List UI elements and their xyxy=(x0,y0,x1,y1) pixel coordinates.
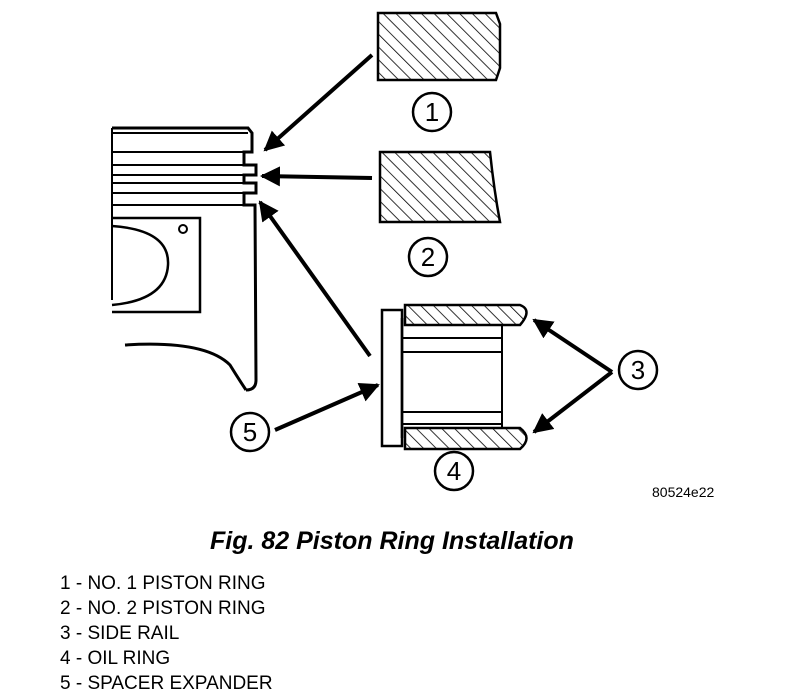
legend-item: 1 - NO. 1 PISTON RING xyxy=(60,573,266,594)
callout-4: 4 xyxy=(433,450,475,492)
oil-ring-assembly xyxy=(380,303,528,451)
svg-text:5: 5 xyxy=(243,417,257,447)
svg-text:2: 2 xyxy=(421,242,435,272)
svg-text:3: 3 xyxy=(631,355,645,385)
svg-text:4: 4 xyxy=(447,456,461,486)
callout-5: 5 xyxy=(229,411,271,453)
legend-item: 4 - OIL RING xyxy=(60,648,171,669)
callout-3: 3 xyxy=(617,349,659,391)
callout-2: 2 xyxy=(407,236,449,278)
legend-item: 5 - SPACER EXPANDER xyxy=(60,673,273,694)
legend-list: 1 - NO. 1 PISTON RING 2 - NO. 2 PISTON R… xyxy=(60,571,273,696)
no1-ring-section xyxy=(376,11,502,82)
no2-ring-section xyxy=(378,150,502,224)
callout-1: 1 xyxy=(411,91,453,133)
figure-code: 80524e22 xyxy=(652,484,715,500)
legend-item: 3 - SIDE RAIL xyxy=(60,623,180,644)
pointer-arrows xyxy=(258,53,614,434)
piston-ring-diagram: 1 2 3 4 5 xyxy=(111,11,659,492)
figure-caption: Fig. 82 Piston Ring Installation xyxy=(210,527,574,555)
legend-item: 2 - NO. 2 PISTON RING xyxy=(60,598,266,619)
svg-text:1: 1 xyxy=(425,97,439,127)
piston-side-view xyxy=(111,126,258,392)
